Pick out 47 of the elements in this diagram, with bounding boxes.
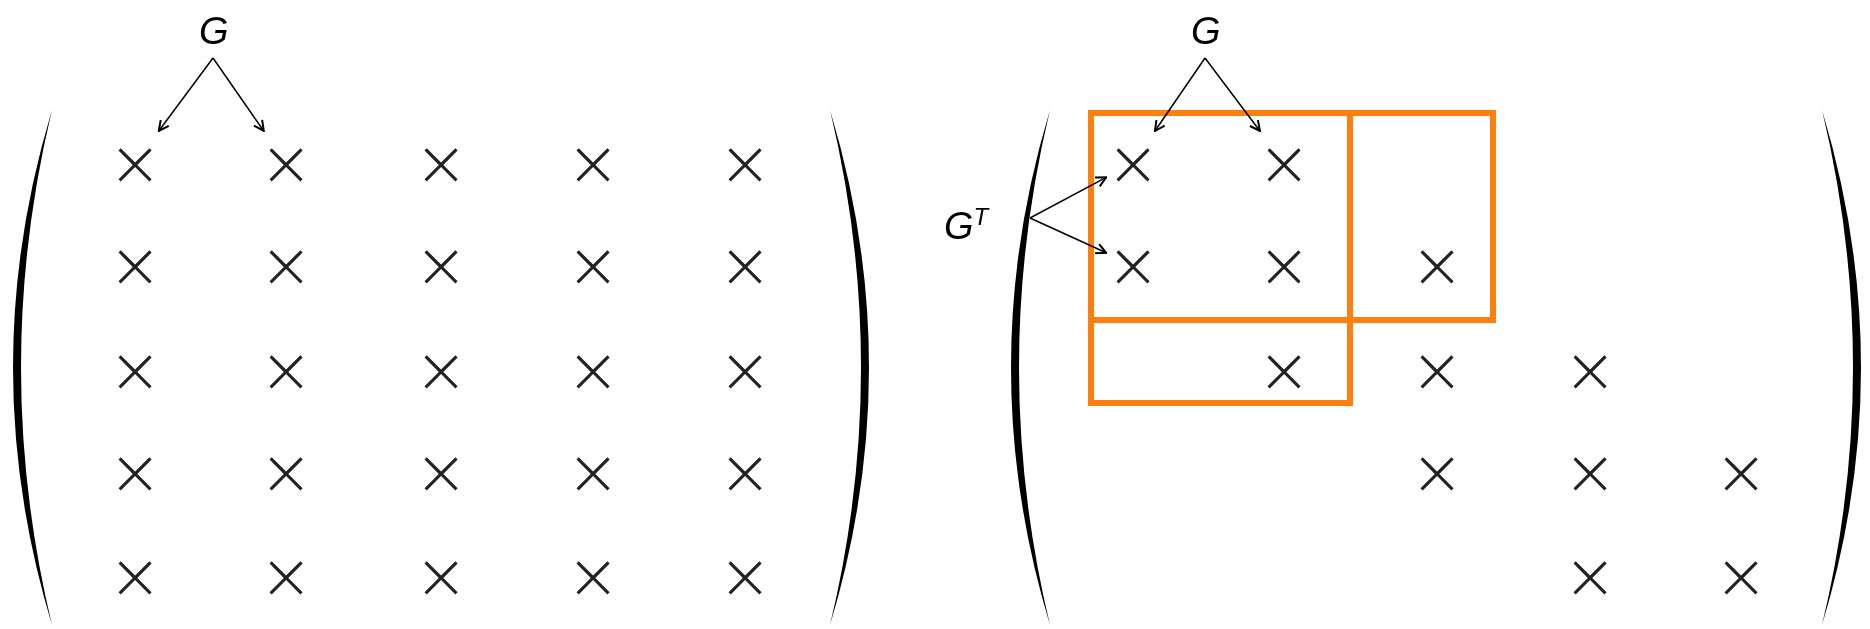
matrix-entry: × — [259, 338, 313, 402]
matrix-entry: × — [566, 131, 620, 195]
matrix-entry: × — [718, 233, 772, 297]
matrix-entry: × — [259, 440, 313, 504]
matrix-entry: × — [108, 544, 162, 608]
arrow — [1029, 217, 1108, 255]
matrix-label: G — [1191, 12, 1221, 50]
matrix-entry: × — [718, 544, 772, 608]
matrix-entry: × — [1714, 544, 1768, 608]
matrix-entry: × — [108, 233, 162, 297]
matrix-entry: × — [1257, 131, 1311, 195]
matrix-entry: × — [1714, 440, 1768, 504]
matrix-entry: × — [1410, 233, 1464, 297]
matrix-entry: × — [1257, 233, 1311, 297]
matrix-label: G$^{T}$ — [944, 205, 989, 245]
matrix-entry: × — [1563, 440, 1617, 504]
matrix-entry: × — [108, 338, 162, 402]
matrix-entry: × — [1106, 131, 1160, 195]
matrix-entry: × — [259, 131, 313, 195]
matrix-entry: × — [1106, 233, 1160, 297]
matrix-entry: × — [108, 131, 162, 195]
arrow — [157, 57, 214, 132]
matrix-entry: × — [718, 440, 772, 504]
matrix-entry: × — [1410, 338, 1464, 402]
matrix-entry: × — [414, 544, 468, 608]
matrix-label: G — [199, 12, 229, 50]
matrix-entry: × — [718, 131, 772, 195]
matrix-entry: × — [566, 544, 620, 608]
matrix-entry: × — [1257, 338, 1311, 402]
matrix-entry: × — [259, 233, 313, 297]
arrow — [1153, 57, 1206, 132]
matrix-entry: × — [259, 544, 313, 608]
matrix-entry: × — [566, 233, 620, 297]
matrix-entry: × — [414, 233, 468, 297]
matrix-entry: × — [1410, 440, 1464, 504]
matrix-entry: × — [108, 440, 162, 504]
matrix-entry: × — [414, 131, 468, 195]
matrix-entry: × — [414, 338, 468, 402]
matrix-entry: × — [566, 440, 620, 504]
arrow — [212, 57, 265, 132]
matrix-entry: × — [1563, 544, 1617, 608]
matrix-entry: × — [414, 440, 468, 504]
arrow — [1029, 176, 1108, 219]
matrix-entry: × — [1563, 338, 1617, 402]
arrow — [1204, 57, 1261, 132]
matrix-entry: × — [566, 338, 620, 402]
matrix-entry: × — [718, 338, 772, 402]
